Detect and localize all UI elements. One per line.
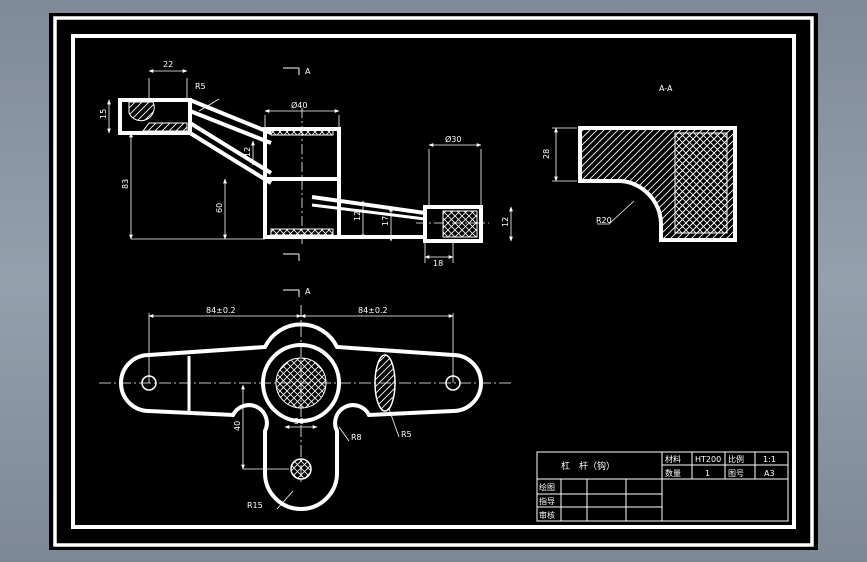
quantity-label: 数量 (665, 468, 681, 478)
slot-radius-dim: R5 (195, 82, 206, 91)
top-cut-marker: A (305, 287, 311, 296)
bridge-2-dim: 17 (381, 216, 390, 226)
right-span-dim: 84±0.2 (358, 306, 388, 315)
top-width-dim: 22 (163, 60, 173, 69)
section-height-label: 28 (542, 149, 551, 159)
scale-label: 比例 (728, 454, 744, 464)
drawing-no-label: 图号 (728, 469, 744, 478)
section-title: A-A (659, 84, 673, 93)
section-view (552, 126, 737, 242)
quantity-value: 1 (705, 469, 710, 478)
bridge-1-dim: 12 (353, 211, 362, 221)
right-height-dim: 12 (501, 217, 510, 227)
mid-height-dim: 60 (215, 203, 224, 213)
drawing-sheet: A-A R20 28 A 22 R5 Ø40 Ø30 15 83 60 12 1… (49, 13, 818, 550)
outer-border (53, 16, 814, 547)
rib-radius-dim: R5 (401, 430, 412, 439)
fillet-dim: R8 (351, 433, 362, 442)
left-small-height-dim: 15 (99, 109, 108, 119)
title-block (536, 451, 789, 522)
drawn-label: 绘图 (539, 482, 555, 492)
cad-drawing: A-A R20 28 A 22 R5 Ø40 Ø30 15 83 60 12 1… (53, 16, 814, 547)
drawing-no-value: A3 (764, 469, 775, 478)
scale-value: 1:1 (763, 455, 776, 464)
left-height-dim: 83 (121, 179, 130, 189)
right-diameter-dim: Ø30 (445, 134, 461, 144)
hub-diameter-dim: Ø40 (291, 100, 307, 110)
front-view (107, 67, 513, 263)
front-cut-marker: A (305, 67, 311, 76)
part-name: 杠 杆（钩） (561, 460, 615, 472)
material-value: HT200 (695, 455, 721, 464)
stem-radius-dim: R15 (247, 501, 263, 510)
section-radius-label: R20 (596, 216, 612, 225)
designed-label: 指导 (539, 496, 555, 506)
right-width-dim: 18 (433, 259, 443, 268)
inner-border (71, 34, 796, 529)
top-view (99, 289, 511, 511)
reviewed-label: 审核 (539, 510, 555, 520)
left-span-dim: 84±0.2 (206, 306, 236, 315)
material-label: 材料 (665, 454, 681, 464)
small-gap-dim: 12 (243, 147, 252, 157)
hub-width-dim: 30 (294, 417, 304, 426)
stem-height-dim: 40 (233, 421, 242, 431)
